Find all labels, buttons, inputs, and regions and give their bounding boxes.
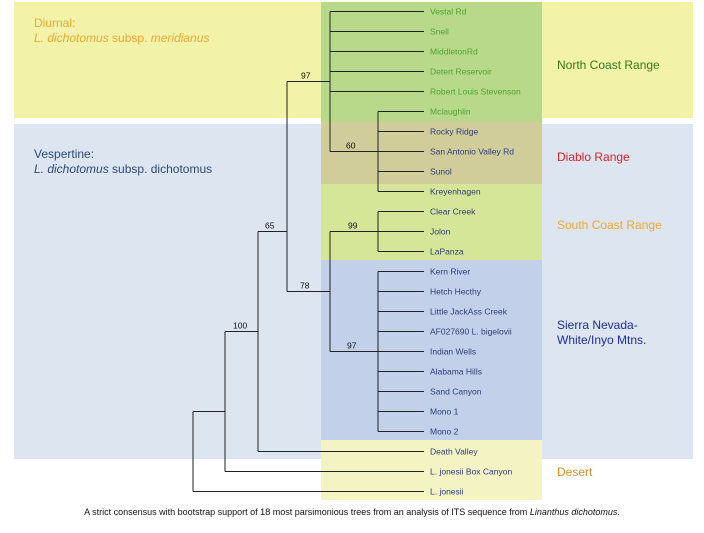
caption-text: A strict consensus with bootstrap suppor…: [84, 507, 530, 517]
caption-end: .: [617, 507, 620, 517]
taxon-label: Little JackAss Creek: [430, 307, 508, 317]
taxon-label: Snell: [430, 27, 449, 37]
vespertine-taxon-suffix: dichotomus: [150, 162, 213, 176]
diablo-box: [321, 122, 542, 184]
region-sierra-nevada: Sierra Nevada-: [557, 318, 638, 332]
group-diurnal: Diurnal: L. dichotomus subsp. meridianus: [34, 16, 209, 46]
taxon-label: LaPanza: [430, 247, 464, 257]
taxon-label: L. jonesii: [430, 487, 464, 497]
region-white-inyo: White/Inyo Mtns.: [557, 333, 647, 347]
taxon-label: Robert Louis Stevenson: [430, 87, 521, 97]
taxon-label: Death Valley: [430, 447, 478, 457]
taxon-label: MiddletonRd: [430, 47, 478, 57]
region-diablo-range: Diablo Range: [557, 150, 630, 164]
bootstrap-label: 100: [233, 321, 247, 331]
taxon-label: Sand Canyon: [430, 387, 482, 397]
taxon-label: AF027690 L. bigelovii: [430, 327, 512, 337]
taxon-label: Kern River: [430, 267, 470, 277]
bootstrap-label: 78: [300, 281, 310, 291]
bootstrap-label: 97: [301, 71, 311, 81]
taxon-label: Sunol: [430, 167, 452, 177]
north-coast-box: [321, 2, 542, 122]
bootstrap-values: 97 60 65 99 78 100 97: [233, 71, 358, 351]
taxon-label: Jolon: [430, 227, 451, 237]
vespertine-taxon: L. dichotomus subsp. dichotomus: [34, 162, 212, 177]
taxon-label: Mclaughlin: [430, 107, 471, 117]
region-south-coast-range: South Coast Range: [557, 218, 662, 232]
taxon-label: Vestal Rd: [430, 7, 467, 17]
vespertine-taxon-prefix: L. dichotomus: [34, 162, 109, 176]
taxon-label: Hetch Hecthy: [430, 287, 482, 297]
taxon-label: Alabama Hills: [430, 367, 482, 377]
taxon-label: Detert Reservoir: [430, 67, 492, 77]
diurnal-taxon-mid: subsp.: [108, 31, 151, 45]
vespertine-taxon-mid: subsp.: [108, 162, 151, 176]
diurnal-taxon-suffix: meridianus: [150, 31, 210, 45]
diurnal-taxon-prefix: L. dichotomus: [34, 31, 109, 45]
taxon-label: Mono 1: [430, 407, 459, 417]
bootstrap-label: 65: [265, 221, 275, 231]
taxon-label: Indian Wells: [430, 347, 476, 357]
bootstrap-label: 99: [348, 221, 358, 231]
region-north-coast-range: North Coast Range: [557, 58, 660, 72]
taxon-label: San Antonio Valley Rd: [430, 147, 514, 157]
region-desert: Desert: [557, 465, 593, 479]
caption-italic: Linanthus dichotomus: [529, 507, 618, 517]
north-coast-overlay: [321, 122, 542, 260]
group-vespertine: Vespertine: L. dichotomus subsp. dichoto…: [34, 147, 212, 177]
diurnal-taxon: L. dichotomus subsp. meridianus: [34, 31, 209, 46]
taxon-label: L. jonesii Box Canyon: [430, 467, 512, 477]
tree-branches: [192, 11, 424, 492]
taxon-label: Mono 2: [430, 427, 459, 437]
taxon-label: Kreyenhagen: [430, 187, 481, 197]
taxon-label: Clear Creek: [430, 207, 476, 217]
figure-caption: A strict consensus with bootstrap suppor…: [0, 507, 704, 517]
sierra-box: [321, 260, 542, 440]
diurnal-label: Diurnal:: [34, 16, 76, 30]
taxon-label: Rocky Ridge: [430, 127, 478, 137]
vespertine-label: Vespertine:: [34, 147, 95, 161]
bootstrap-label: 60: [346, 141, 356, 151]
bootstrap-label: 97: [347, 341, 357, 351]
